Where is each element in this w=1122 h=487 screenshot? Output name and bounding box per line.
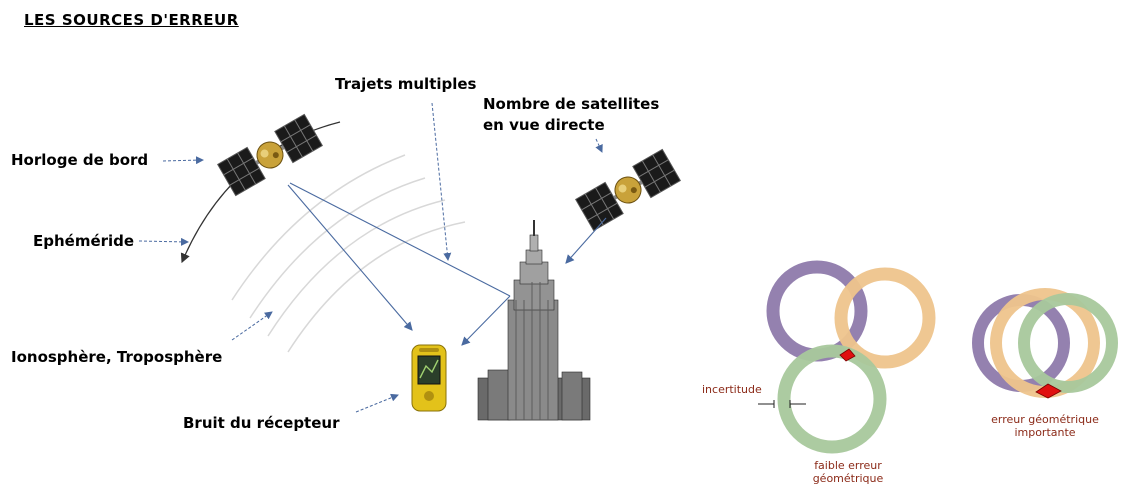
orange-circle [834, 267, 936, 369]
label-ephemeride: Ephéméride [33, 232, 135, 250]
label-bruit-du-recepteur: Bruit du récepteur [183, 414, 340, 432]
green-circle [1018, 293, 1118, 393]
uncertainty-zone [1035, 383, 1062, 399]
green-circle [777, 344, 887, 454]
label-nombre-satellites-line2: en vue directe [483, 116, 605, 134]
skyscraper-icon [477, 220, 591, 421]
high-geometric-error-diagram [972, 288, 1118, 398]
label-trajets-multiples: Trajets multiples [335, 75, 477, 93]
page-title: LES SOURCES D'ERREUR [24, 11, 239, 29]
label-nombre-satellites-line1: Nombre de satellites [483, 95, 660, 113]
signal-paths [287, 182, 607, 346]
incertitude-marker [758, 400, 806, 408]
label-incertitude: incertitude [702, 383, 762, 396]
label-erreur-importante-line2: importante [1014, 426, 1076, 439]
low-geometric-error-diagram [766, 260, 936, 454]
satellite-icon [217, 113, 323, 197]
label-faible-erreur-line1: faible erreur [814, 459, 882, 472]
label-horloge-de-bord: Horloge de bord [11, 151, 149, 169]
uncertainty-zone [839, 348, 856, 362]
label-ionosphere-troposphere: Ionosphère, Troposphère [11, 348, 223, 366]
label-erreur-importante-line1: erreur géométrique [991, 413, 1099, 426]
label-pointers [138, 102, 603, 413]
label-faible-erreur-line2: géométrique [812, 472, 884, 485]
gps-receiver-icon [411, 344, 447, 412]
atmosphere-layers [231, 154, 466, 353]
satellite-icon [575, 148, 681, 232]
